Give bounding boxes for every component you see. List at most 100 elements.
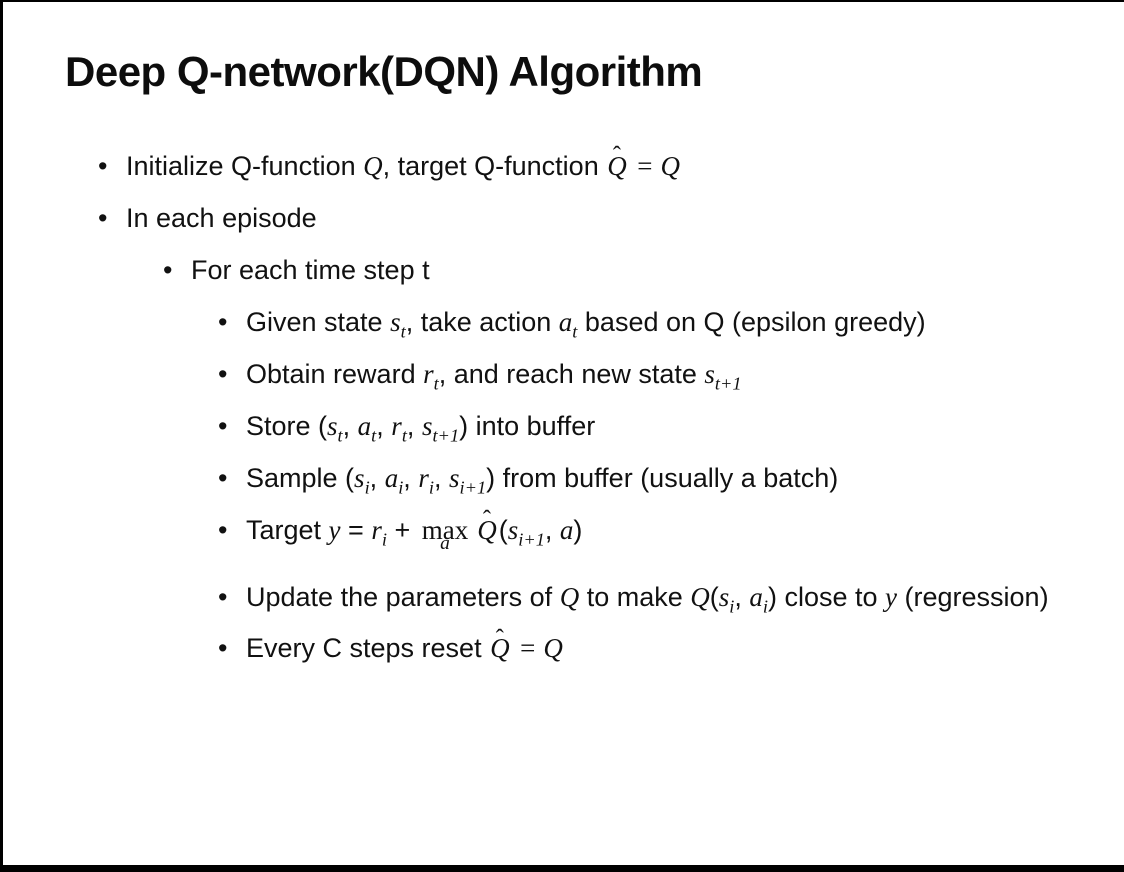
math-subscript-segment: at [558, 306, 578, 342]
text-segment: , take action [405, 306, 559, 337]
math-subscript-segment: si+1 [507, 514, 545, 549]
subscript: t+1 [714, 373, 742, 394]
page-title: Deep Q-network(DQN) Algorithm [65, 48, 703, 95]
math-segment: = Q [628, 151, 680, 181]
bullet-item: • Sample (si, ai, ri, si+1) from buffer (… [218, 462, 1066, 498]
text-segment: Store ( [246, 410, 328, 441]
subscript: i [762, 595, 768, 616]
hat-accent-icon: ˆ [495, 624, 504, 652]
text-segment: ) [573, 514, 583, 545]
math-subscript-segment: st [390, 306, 406, 342]
subscript: i [364, 477, 370, 498]
text-segment: , [342, 410, 358, 441]
bullet-item: • Obtain reward rt, and reach new state s… [218, 358, 1066, 394]
bullet-item: •Initialize Q-function Q, target Q-funct… [98, 142, 1066, 183]
bullet-marker: • [218, 581, 228, 612]
text-segment: (regression) [897, 581, 1049, 612]
bullet-marker: • [218, 514, 228, 545]
text-segment: Update the parameters of [246, 581, 560, 612]
text-segment: Every C steps reset [246, 633, 490, 664]
math-subscript-segment: st [327, 410, 343, 446]
text-segment: , [369, 462, 385, 493]
math-segment: Q [363, 151, 383, 181]
bullet-text: Update the parameters of Q to make Q(si,… [246, 581, 1066, 616]
text-segment: , [403, 462, 419, 493]
subscript: t [401, 425, 407, 446]
subscript: t [371, 425, 377, 446]
bullet-marker: • [163, 254, 173, 285]
text-segment: In each episode [126, 202, 317, 233]
bullet-list: •Initialize Q-function Q, target Q-funct… [65, 142, 1066, 665]
bullet-marker: • [98, 151, 108, 181]
math-subscript-segment: st+1 [421, 410, 460, 446]
text-segment: , [734, 581, 750, 612]
math-segment: = Q [511, 633, 563, 664]
text-segment: Given state [246, 306, 391, 337]
bullet-text: For each time step t [191, 254, 1066, 287]
bullet-item: • In each episode [98, 202, 1066, 235]
math-segment: Q [690, 581, 710, 612]
math-segment: a [559, 514, 574, 545]
text-segment: ) from buffer (usually a batch) [486, 462, 839, 493]
subscript: i+1 [518, 528, 545, 549]
bullet-marker: • [218, 462, 228, 493]
text-segment: ( [709, 581, 719, 612]
bullet-item: • For each time step t [163, 254, 1066, 287]
text-segment: , [376, 410, 392, 441]
text-segment: , target Q-function [382, 151, 607, 181]
bullet-marker: • [98, 202, 108, 233]
bullet-marker: • [218, 633, 228, 664]
bullet-text: Obtain reward rt, and reach new state st… [246, 358, 1066, 394]
max-subscript: a [440, 533, 450, 555]
math-subscript-segment: si [718, 581, 735, 616]
bullet-item: •Given state st, take action at based on… [218, 306, 1066, 342]
text-segment: Target [246, 514, 329, 545]
text-segment: = [340, 514, 372, 545]
bullet-marker: • [218, 306, 228, 337]
subscript: i [428, 477, 434, 498]
subscript: t [400, 321, 406, 342]
math-subscript-segment: ai [749, 581, 768, 616]
math-subscript-segment: ai [384, 462, 404, 498]
math-segment: y [885, 581, 898, 612]
text-segment: + [386, 514, 418, 545]
text-segment: , [406, 410, 422, 441]
text-segment: to make [579, 581, 691, 612]
bullet-item: •Update the parameters of Q to make Q(si… [218, 581, 1066, 616]
bullet-marker: • [218, 410, 228, 441]
text-segment: ) close to [767, 581, 886, 612]
math-segment: Q [607, 151, 627, 181]
math-segment: Q [559, 581, 580, 612]
bullet-text: Given state st, take action at based on … [246, 306, 1066, 342]
max-label: max [421, 514, 469, 545]
subscript: i [398, 477, 404, 498]
text-segment: Sample ( [246, 462, 355, 493]
text-segment: , and reach new state [438, 358, 705, 389]
bullet-text: Sample (si, ai, ri, si+1) from buffer (u… [246, 462, 1066, 498]
math-segment: Q [490, 633, 510, 664]
subscript: t [433, 373, 439, 394]
subscript: t+1 [432, 425, 460, 446]
math-subscript-segment: si [354, 462, 370, 498]
text-segment: Obtain reward [246, 358, 424, 389]
text-segment: , [433, 462, 449, 493]
text-segment: ) into buffer [459, 410, 596, 441]
text-segment: , [544, 514, 560, 545]
math-segment: y [328, 514, 341, 545]
text-segment: ( [498, 514, 508, 545]
subscript: i+1 [459, 477, 487, 498]
math-subscript-segment: rt [391, 410, 407, 446]
math-subscript-segment: ri [371, 514, 387, 549]
text-segment: For each time step t [191, 254, 430, 285]
bullet-text: Store (st, at, rt, st+1) into buffer [246, 410, 1066, 446]
subscript: t [337, 425, 343, 446]
math-subscript-segment: rt [423, 358, 439, 394]
bullet-marker: • [218, 358, 228, 389]
bullet-item: • Store (st, at, rt, st+1) into buffer [218, 410, 1066, 446]
